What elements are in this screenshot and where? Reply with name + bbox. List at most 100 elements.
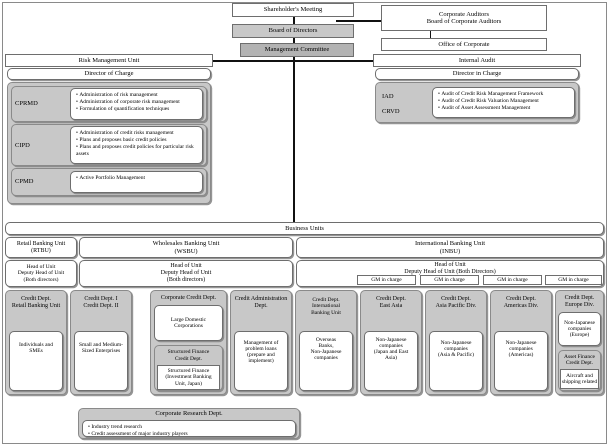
management-committee-label: Management Committee [264, 46, 330, 54]
internal-audit-director-box[interactable]: Director in Charge [375, 68, 579, 80]
dept-2-scope-2: Sized Enterprises [81, 348, 121, 355]
dept-col-8-title: Credit Dept. Americas Div. [490, 293, 552, 313]
dept-col-3-title: Corporate Credit Dept. [150, 293, 227, 303]
dept-5-title-3: Banking Unit [311, 309, 341, 316]
research-item-1: Industry trend research [88, 424, 290, 431]
business-units-label: Business Units [285, 224, 324, 232]
cpmd-item-1: Active Portfolio Management [76, 175, 197, 182]
corporate-research-dept-title: Corporate Research Dept. [78, 409, 300, 419]
corporate-auditors-box[interactable]: Corporate Auditors Board of Corporate Au… [381, 5, 547, 31]
connector-auditors-to-office [430, 31, 431, 38]
risk-unit-director-box[interactable]: Director of Charge [7, 68, 211, 80]
audit-item-1: Audit of Credit Risk Management Framewor… [438, 91, 569, 98]
risk-group-cipd-code: CIPD [15, 142, 30, 149]
dept-col-9-sub-scope: Aircraft and shipping related [560, 369, 599, 389]
unit-wsbu-head[interactable]: Head of Unit Deputy Head of Unit (Both d… [79, 260, 293, 287]
dept-3-title-1: Corporate Credit Dept. [160, 294, 217, 301]
board-of-directors-label: Board of Directors [268, 27, 318, 35]
shareholders-meeting-box[interactable]: Shareholder's Meeting [232, 3, 354, 17]
dept-3-sub-scope-2: (Investment Banking [165, 374, 212, 381]
dept-2-title-1: Credit Dept. I [84, 296, 118, 303]
gm-in-charge-label-2: GM in charge [434, 276, 465, 283]
dept-9-scope-2: companies [567, 325, 592, 332]
dept-col-9-sub-title: Asset Finance Credit Dept. [558, 352, 601, 368]
dept-col-1-scope: Individuals and SMEs [9, 331, 63, 391]
internal-audit-director-label: Director in Charge [452, 70, 502, 78]
business-units-title[interactable]: Business Units [5, 222, 604, 235]
unit-wsbu-name-2: (WSBU) [174, 247, 198, 255]
cprmd-item-3: Formulation of quantification techniques [76, 106, 197, 113]
dept-7-title-1: Credit Dept. [441, 296, 471, 303]
risk-unit-director-label: Director of Charge [84, 70, 134, 78]
dept-6-title-1: Credit Dept. [376, 296, 406, 303]
dept-5-title-2: International [311, 303, 341, 310]
unit-inbu-gm-2[interactable]: GM in charge [420, 275, 479, 285]
unit-rtbu-head-2: Deputy Head of Unit [17, 270, 65, 277]
dept-col-8-scope: Non-Japanese companies (Americas) [494, 331, 548, 391]
unit-rtbu-head[interactable]: Head of Unit Deputy Head of Unit (Both d… [5, 260, 77, 287]
unit-wsbu-title[interactable]: Wholesales Banking Unit (WSBU) [79, 237, 293, 258]
dept-6-scope-2: companies [379, 343, 403, 350]
dept-5-scope-1: Overseas [315, 337, 337, 343]
internal-audit-items: Audit of Credit Risk Management Framewor… [432, 87, 575, 118]
risk-management-unit-title[interactable]: Risk Management Unit [5, 54, 213, 67]
dept-4-scope-1: Management of [243, 340, 279, 346]
unit-wsbu-name-1: Wholesales Banking Unit [152, 240, 220, 248]
dept-2-title-2: Credit Dept. II [83, 303, 119, 309]
dept-col-6-title: Credit Dept. East Asia [360, 293, 422, 313]
cipd-item-1: Administration of credit risks managemen… [76, 130, 197, 137]
unit-inbu-gm-3[interactable]: GM in charge [483, 275, 542, 285]
risk-group-cprmd-code: CPRMD [15, 100, 38, 107]
dept-8-title-1: Credit Dept. [506, 296, 536, 303]
dept-9-title-2: Europe Div. [565, 302, 594, 308]
board-of-directors-box[interactable]: Board of Directors [232, 24, 354, 38]
office-of-corporate-box[interactable]: Office of Corporate [381, 38, 547, 51]
unit-inbu-gm-1[interactable]: GM in charge [357, 275, 416, 285]
dept-8-scope-1: Non-Japanese [505, 340, 537, 346]
dept-7-scope-2: companies [444, 346, 468, 353]
dept-col-5-scope: Overseas Banks, Non-Japanese companies [299, 331, 353, 391]
gm-in-charge-label-4: GM in charge [558, 276, 589, 283]
dept-col-3-sub-scope: Structured Finance (Investment Banking U… [157, 365, 220, 390]
dept-col-7-title: Credit Dept. Asia Pacific Div. [425, 293, 487, 313]
dept-4-title-2: Dept. [254, 303, 268, 309]
unit-inbu-gm-4[interactable]: GM in charge [545, 275, 602, 285]
internal-audit-code-iad: IAD [382, 93, 394, 100]
unit-inbu-title[interactable]: International Banking Unit (INBU) [296, 237, 604, 258]
dept-3-sub-title-2: Credit Dept. [174, 355, 203, 362]
dept-col-9-scope: Non-Japanese companies (Europe) [558, 312, 601, 346]
dept-5-scope-4: companies [314, 355, 338, 362]
dept-8-scope-3: (Americas) [508, 352, 534, 359]
dept-col-2-title: Credit Dept. I Credit Dept. II [70, 293, 132, 313]
unit-inbu-name-1: International Banking Unit [414, 240, 486, 248]
management-committee-box[interactable]: Management Committee [240, 43, 354, 57]
research-item-2: Credit assessment of major industry play… [88, 431, 290, 438]
dept-col-1-title: Credit Dept. Retail Banking Unit [5, 293, 67, 313]
dept-5-scope-2: Banks, [318, 343, 334, 350]
dept-3-scope-1: Large Domestic [170, 316, 207, 323]
cprmd-item-1: Administration of risk management [76, 92, 197, 99]
dept-9-scope-1: Non-Japanese [564, 319, 595, 326]
dept-col-5-title: Credit Dept. International Banking Unit [295, 293, 357, 320]
dept-col-3-sub-title: Structured Finance Credit Dept. [154, 347, 223, 364]
risk-management-unit-label: Risk Management Unit [78, 56, 140, 64]
risk-group-cpmd-code: CPMD [15, 178, 34, 185]
dept-9-sub-title-2: Credit Dept. [565, 360, 594, 366]
dept-6-title-2: East Asia [379, 303, 403, 309]
dept-4-scope-3: (prepare and [247, 352, 275, 359]
risk-group-cipd-items: Administration of credit risks managemen… [70, 126, 203, 164]
unit-rtbu-head-1: Head of Unit [26, 264, 56, 271]
dept-col-2-scope: Small and Medium- Sized Enterprises [74, 331, 128, 391]
dept-8-title-2: Americas Div. [503, 303, 539, 309]
shareholders-meeting-label: Shareholder's Meeting [263, 6, 323, 14]
internal-audit-title[interactable]: Internal Audit [373, 54, 581, 67]
unit-rtbu-title[interactable]: Retail Banking Unit (RTBU) [5, 237, 77, 258]
risk-group-cprmd-items: Administration of risk management Admini… [70, 88, 203, 120]
cipd-item-2: Plans and proposes basic credit policies [76, 137, 197, 144]
dept-4-scope-4: implement) [248, 358, 274, 365]
dept-6-scope-3: (Japan and East [373, 349, 409, 356]
dept-6-scope-4: Asia) [385, 355, 397, 362]
connector-shareholders-to-board [293, 16, 295, 28]
dept-9-title-1: Credit Dept. [564, 295, 595, 302]
unit-inbu-name-2: (INBU) [439, 247, 461, 255]
